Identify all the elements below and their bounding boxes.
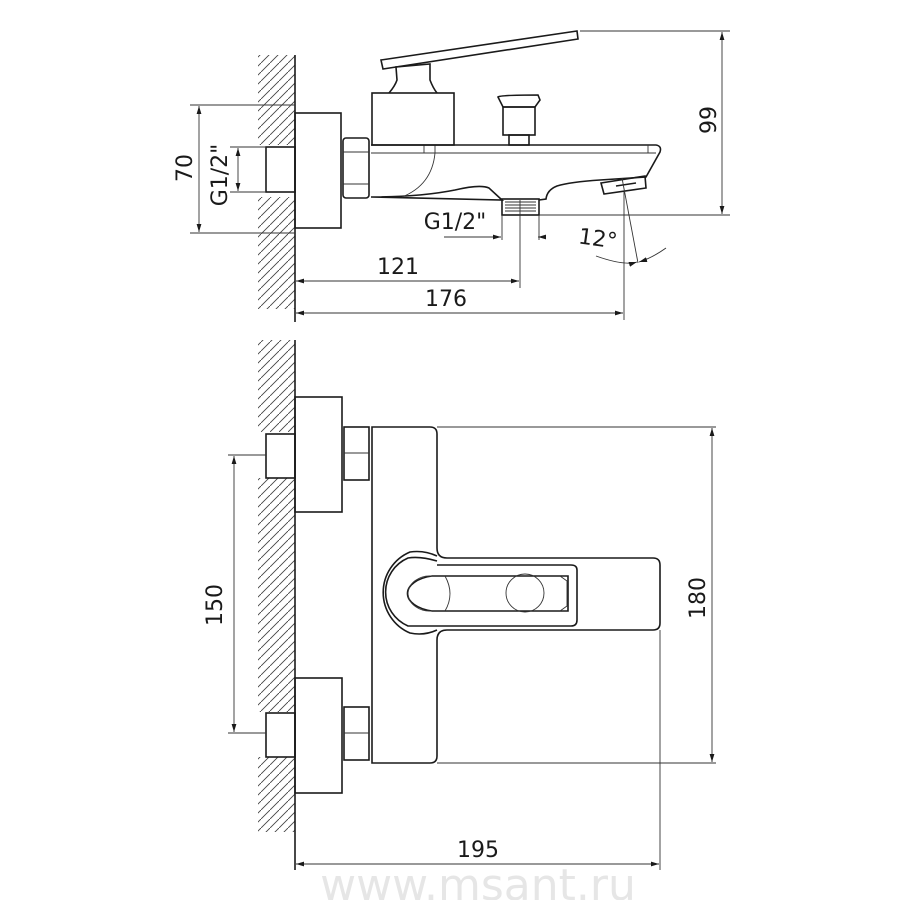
dim-label-inlet-thread: G1/2" [208, 144, 233, 207]
aerator [599, 175, 647, 195]
dim-label-70: 70 [173, 154, 198, 182]
front-view: 150 180 195 [203, 340, 716, 870]
wall-flange [294, 112, 342, 229]
upper-hex-nut [343, 426, 370, 481]
upper-inlet-pipe [265, 433, 296, 479]
dim-label-176: 176 [425, 287, 467, 312]
dim-label-195: 195 [457, 838, 499, 863]
dim-label-121: 121 [377, 255, 419, 280]
dimension-inlet-thread: G1/2" [208, 144, 266, 207]
dim-label-150: 150 [203, 584, 228, 626]
mixer-body-front [371, 426, 661, 764]
cartridge-housing [371, 92, 455, 146]
handle-lever [380, 30, 579, 70]
mixer-body-spout [370, 144, 662, 201]
handle-neck [388, 63, 438, 94]
dimension-depth-195: 195 [296, 630, 661, 870]
dim-label-angle: 12° [577, 224, 619, 254]
dim-label-outlet-thread: G1/2" [424, 210, 487, 235]
inlet-pipe [265, 146, 296, 193]
lever-handle-front [382, 550, 578, 635]
dimension-centers-150: 150 [203, 454, 266, 734]
dimension-angle-12: 12° [577, 177, 667, 267]
dimension-spout-176: 176 [296, 192, 625, 320]
dimension-mount-70: 70 [173, 104, 295, 234]
dimension-height-180: 180 [437, 426, 716, 764]
hex-nut [342, 137, 370, 199]
dim-label-180: 180 [686, 577, 711, 619]
outlet-thread [501, 198, 540, 216]
dimension-outlet-121: 121 [296, 200, 521, 288]
wall-hatching-top [258, 55, 296, 322]
dim-label-99: 99 [697, 106, 722, 134]
lower-inlet-pipe [265, 712, 296, 758]
watermark: www.msant.ru [320, 860, 636, 900]
lower-flange [294, 677, 343, 794]
diverter-knob [497, 94, 541, 146]
dimension-height-99: 99 [539, 30, 730, 216]
wall-hatching-bottom [258, 340, 296, 870]
lower-hex-nut [343, 706, 370, 761]
dimension-outlet-thread: G1/2" [424, 210, 547, 240]
side-view: 99 70 G1/2" G1/2" 121 [173, 30, 730, 322]
upper-flange [294, 396, 343, 513]
